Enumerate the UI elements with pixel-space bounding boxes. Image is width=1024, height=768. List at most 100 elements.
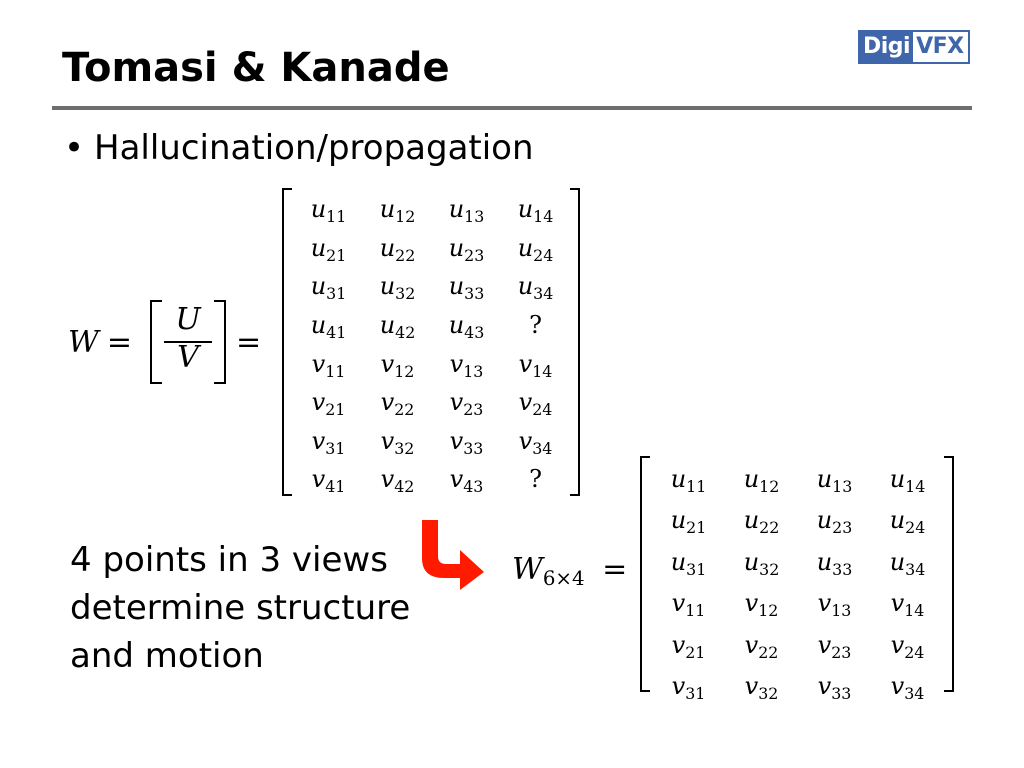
entry-symbol: u [670, 464, 687, 493]
matrix-entry: v42 [363, 460, 432, 499]
matrix-entry: u12 [363, 190, 432, 229]
entry-subscript: 31 [685, 684, 706, 703]
note-line: determine structure [70, 588, 411, 628]
entry-symbol: u [889, 547, 906, 576]
entry-symbol: u [379, 311, 396, 340]
matrix-entry: v23 [798, 624, 871, 666]
entry-symbol: v [311, 426, 326, 455]
entry-symbol: v [744, 589, 759, 618]
entry-symbol: v [449, 388, 464, 417]
entry-symbol: u [889, 506, 906, 535]
entry-symbol: v [311, 465, 326, 494]
entry-symbol: v [518, 388, 533, 417]
matrix-entry: u24 [501, 229, 570, 268]
entry-symbol: u [517, 195, 534, 224]
entry-subscript: 33 [464, 284, 485, 304]
entry-symbol: v [380, 349, 395, 378]
entry-subscript: 22 [759, 518, 780, 537]
entry-symbol: ? [529, 311, 542, 340]
entry-symbol: v [449, 465, 464, 494]
entry-subscript: 23 [463, 400, 484, 420]
entry-subscript: 22 [395, 245, 416, 265]
entry-subscript: 24 [904, 642, 925, 662]
matrix-entry: u32 [363, 267, 432, 306]
entry-symbol: v [890, 672, 905, 701]
entry-subscript: 31 [686, 559, 707, 579]
entry-subscript: 31 [325, 438, 346, 458]
matrix-entry: u11 [294, 190, 363, 229]
matrix-entry: v41 [294, 460, 363, 499]
entry-subscript: 43 [463, 477, 484, 497]
matrix-entry: u32 [725, 541, 798, 583]
w-definition: W = U V = [68, 300, 261, 384]
entry-subscript: 13 [831, 601, 852, 620]
entry-subscript: 13 [464, 207, 485, 227]
w-subscript: 6×4 [542, 566, 585, 590]
matrix-entry: u21 [294, 229, 363, 268]
entry-symbol: v [671, 589, 686, 618]
entry-subscript: 23 [832, 518, 853, 537]
right-bracket [213, 300, 226, 384]
entry-symbol: v [518, 426, 533, 455]
matrix-entry: v24 [871, 624, 944, 666]
entry-subscript: 14 [905, 476, 926, 496]
entry-symbol: v [518, 349, 533, 378]
entry-subscript: 22 [394, 400, 415, 420]
matrix-entry: u14 [871, 458, 944, 500]
entry-subscript: 32 [394, 438, 415, 458]
entry-symbol: u [743, 547, 760, 576]
matrix-entry: u33 [798, 541, 871, 583]
entry-symbol: v [890, 630, 905, 659]
entry-subscript: 42 [394, 477, 415, 497]
entry-symbol: u [379, 272, 396, 301]
entry-subscript: 24 [533, 245, 554, 265]
matrix-entry: u23 [432, 229, 501, 268]
matrix-entry: ? [501, 460, 570, 499]
entry-symbol: ? [529, 465, 542, 494]
matrix-entry: v32 [725, 666, 798, 708]
equals-sign-2: = [235, 324, 262, 360]
matrix-entry: u14 [501, 190, 570, 229]
entry-subscript: 23 [831, 642, 852, 662]
right-bracket [944, 456, 954, 692]
digivfx-logo: Digi VFX [858, 30, 970, 64]
entry-symbol: u [448, 272, 465, 301]
entry-symbol: v [744, 672, 759, 701]
equals-sign: = [106, 324, 132, 360]
entry-subscript: 33 [832, 559, 853, 579]
matrix-entry: u23 [798, 500, 871, 542]
entry-symbol: v [817, 589, 832, 618]
right-bracket [570, 188, 580, 496]
matrix-entry: u34 [501, 267, 570, 306]
equals-sign: = [602, 552, 628, 587]
entry-subscript: 34 [904, 684, 925, 703]
entry-symbol: v [671, 630, 686, 659]
entry-symbol: v [817, 630, 832, 659]
entry-subscript: 21 [326, 245, 347, 265]
matrix-entry: u13 [798, 458, 871, 500]
uv-stack: U V [149, 300, 226, 384]
matrix-entry: u31 [652, 541, 725, 583]
matrix-entry: v43 [432, 460, 501, 499]
explanation-text: 4 points in 3 views determine structure … [70, 536, 410, 680]
matrix-entry: v33 [798, 666, 871, 708]
entry-subscript: 14 [533, 207, 554, 227]
note-line: 4 points in 3 views [70, 540, 388, 580]
matrix-entry: v11 [652, 583, 725, 625]
matrix-entry: v13 [432, 344, 501, 383]
entry-symbol: u [517, 233, 534, 262]
matrix-entry: u13 [432, 190, 501, 229]
entry-subscript: 34 [532, 438, 553, 458]
entry-symbol: u [310, 311, 327, 340]
bullet-symbol: • [64, 128, 85, 168]
entry-subscript: 33 [831, 684, 852, 703]
entry-subscript: 24 [905, 518, 926, 537]
